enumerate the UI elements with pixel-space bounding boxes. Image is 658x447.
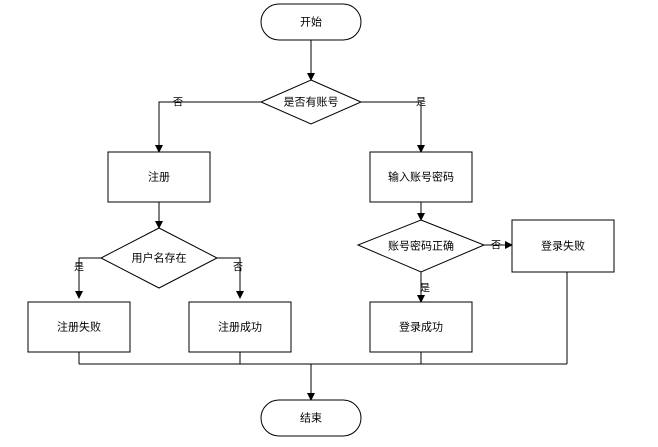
- process-register: [107, 151, 211, 203]
- edge-label-has-account-yes: 是: [416, 97, 426, 109]
- edge-exists-to-register-failed: [75, 257, 101, 299]
- edge-label-credentials-correct-yes: 是: [420, 283, 430, 295]
- edge-label-has-account-no: 否: [173, 97, 183, 109]
- process-login-failed: [511, 219, 615, 273]
- process-input-credentials-label: 输入账号密码: [388, 170, 454, 184]
- decision-credentials-correct: [356, 219, 486, 273]
- process-input-credentials: [369, 151, 473, 203]
- process-login-success: [369, 301, 473, 353]
- end-terminal: [260, 399, 362, 437]
- end-label: 结束: [300, 412, 322, 425]
- connectors: [75, 40, 568, 401]
- edge-label-credentials-correct-no: 否: [491, 240, 501, 252]
- decision-credentials-correct-label: 账号密码正确: [388, 239, 454, 253]
- edge-not-exists-to-register-success: [217, 257, 244, 299]
- process-register-failed: [27, 301, 131, 353]
- process-register-success-label: 注册成功: [218, 320, 262, 334]
- process-login-failed-label: 登录失败: [541, 239, 585, 253]
- edge-has-account-to-input: [361, 101, 425, 153]
- process-register-failed-label: 注册失败: [57, 320, 101, 334]
- edge-no-account-to-register: [155, 101, 261, 153]
- decision-has-account: [259, 79, 363, 125]
- decision-username-exists: [99, 227, 219, 289]
- process-register-success: [188, 301, 292, 353]
- start-terminal: [260, 3, 362, 41]
- decision-username-exists-label: 用户名存在: [132, 251, 187, 265]
- decision-has-account-label: 是否有账号: [284, 95, 339, 109]
- start-label: 开始: [300, 15, 322, 29]
- process-login-success-label: 登录成功: [399, 320, 443, 334]
- process-register-label: 注册: [148, 170, 170, 184]
- edge-label-username-exists-yes: 是: [74, 262, 84, 274]
- edge-label-username-exists-no: 否: [233, 262, 243, 274]
